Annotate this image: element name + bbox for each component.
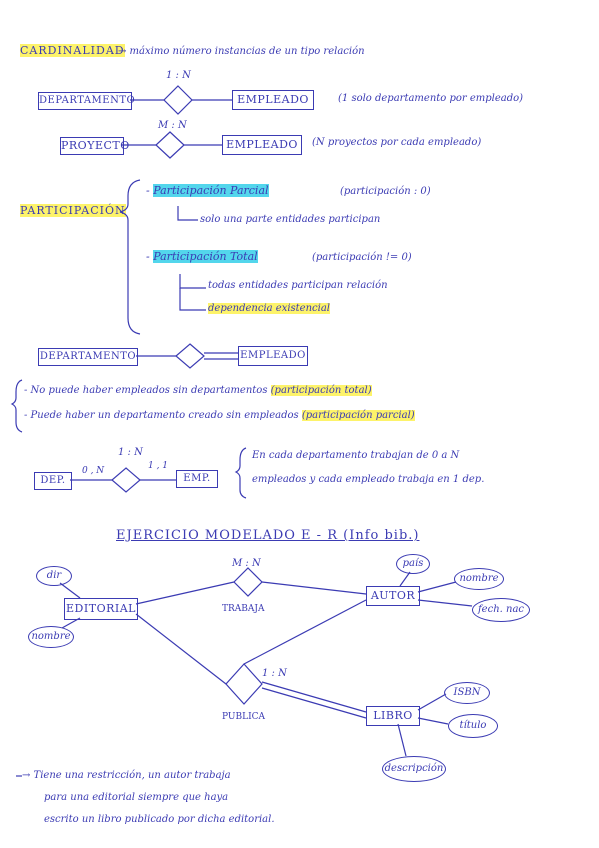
note-n-proyectos: (N proyectos por cada empleado) <box>312 137 482 148</box>
exercise-title: EJERCICIO MODELADO E - R (Info bib.) <box>116 528 420 543</box>
participacion-total-value: (participación != 0) <box>312 252 412 263</box>
participacion-parcial: - Participación Parcial <box>146 184 269 197</box>
participacion-parcial-desc: solo una parte entidades participan <box>200 214 381 225</box>
attr-dir: dir <box>36 566 72 586</box>
entity-emp: EMP. <box>176 470 218 488</box>
entity-departamento: DEPARTAMENTO <box>38 92 135 110</box>
entity-empleado-3: EMPLEADO <box>238 346 308 366</box>
restriction-line3: escrito un libro publicado por dicha edi… <box>44 814 275 825</box>
dep-line1: - No puede haber empleados sin departame… <box>24 385 372 396</box>
attr-pais: país <box>396 554 430 574</box>
note-1-departamento: (1 solo departamento por empleado) <box>338 93 524 104</box>
attr-titulo: título <box>448 714 498 738</box>
ex3-note2: empleados y cada empleado trabaja en 1 d… <box>252 474 485 485</box>
attr-isbn: ISBN <box>444 682 490 704</box>
entity-proyecto: PROYECTO <box>60 137 129 155</box>
participacion-total: - Participación Total <box>146 250 258 263</box>
entity-libro: LIBRO <box>366 706 420 726</box>
attr-fecha-nac: fech. nac <box>472 598 530 622</box>
entity-dep: DEP. <box>34 472 72 490</box>
entity-autor: AUTOR <box>366 586 420 606</box>
attr-nombre-autor: nombre <box>454 568 504 590</box>
ratio-1n-publica: 1 : N <box>262 668 287 679</box>
participacion-heading: PARTICIPACIÓN <box>20 204 126 217</box>
entity-empleado-2: EMPLEADO <box>222 135 302 155</box>
ratio-1n: 1 : N <box>166 70 191 81</box>
attr-nombre-editorial: nombre <box>28 626 74 648</box>
ex3-ratio: 1 : N <box>118 447 143 458</box>
ex3-note1: En cada departamento trabajan de 0 a N <box>252 450 460 461</box>
participacion-parcial-value: (participación : 0) <box>340 186 431 197</box>
relation-trabaja: TRABAJA <box>222 604 265 614</box>
entity-departamento-2: DEPARTAMENTO <box>38 348 138 366</box>
dep-line2: - Puede haber un departamento creado sin… <box>24 410 415 421</box>
ex3-right-card: 1 , 1 <box>148 461 169 471</box>
participacion-total-desc2: dependencia existencial <box>208 303 331 314</box>
restriction-line1: → Tiene una restricción, un autor trabaj… <box>22 770 231 781</box>
entity-editorial: EDITORIAL <box>64 598 138 620</box>
entity-empleado: EMPLEADO <box>232 90 314 110</box>
relation-publica: PUBLICA <box>222 712 266 722</box>
ex3-left-card: 0 , N <box>82 466 105 476</box>
ratio-mn: M : N <box>158 120 187 131</box>
restriction-line2: para una editorial siempre que haya <box>44 792 229 803</box>
cardinalidad-definition: → máximo número instancias de un tipo re… <box>118 46 365 57</box>
cardinalidad-heading: CARDINALIDAD <box>20 44 125 57</box>
attr-descripcion: descripción <box>382 756 446 782</box>
participacion-total-desc1: todas entidades participan relación <box>208 280 388 291</box>
ratio-mn-trabaja: M : N <box>232 558 261 569</box>
